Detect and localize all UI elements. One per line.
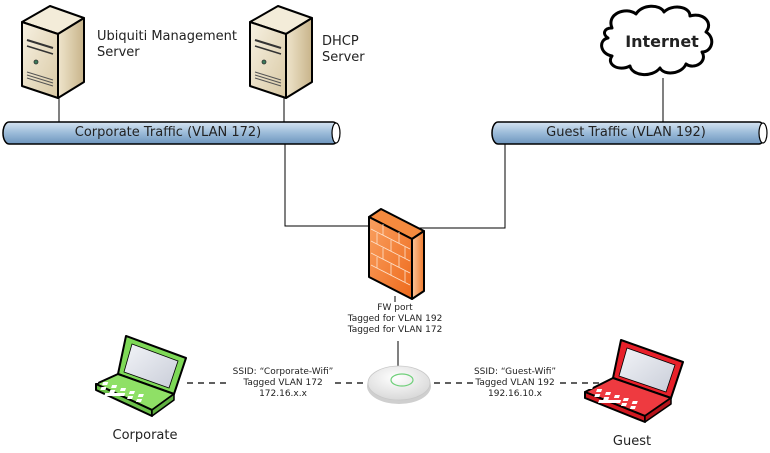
dhcp-server-label-line1: DHCP (322, 34, 359, 49)
firewall-label-line3: Tagged for VLAN 172 (347, 325, 443, 335)
corporate-wifi-subnet: 172.16.x.x (259, 389, 307, 399)
corporate-bus-label: Corporate Traffic (VLAN 172) (74, 125, 262, 140)
firewall-label-line2: Tagged for VLAN 192 (347, 314, 443, 324)
server-icon-dhcp[interactable] (249, 5, 313, 99)
laptop-icon-guest[interactable] (584, 339, 684, 423)
internet-label: Internet (625, 32, 699, 51)
corporate-wifi-label: SSID: “Corporate-Wifi” Tagged VLAN 172 1… (218, 367, 348, 400)
mgmt-server-label-line1: Ubiquiti Management (97, 29, 237, 44)
link-corp-bus-to-firewall (284, 144, 370, 227)
firewall-label-line1: FW port (377, 303, 413, 313)
link-guest-bus-to-firewall (418, 144, 506, 229)
corporate-wifi-vlan: Tagged VLAN 172 (243, 378, 323, 388)
mgmt-server-label-line2: Server (97, 45, 140, 60)
laptop-icon-corporate[interactable] (92, 335, 187, 417)
dhcp-server-label: DHCP Server (322, 34, 365, 66)
server-icon-mgmt[interactable] (21, 5, 85, 99)
corporate-wifi-ssid: SSID: “Corporate-Wifi” (232, 367, 334, 377)
corporate-traffic-bus[interactable] (2, 121, 341, 145)
guest-laptop-label: Guest (612, 434, 652, 449)
guest-bus-label: Guest Traffic (VLAN 192) (546, 125, 706, 140)
corporate-laptop-label: Corporate (112, 428, 178, 443)
access-point-icon[interactable] (367, 365, 431, 404)
connector-lines (58, 78, 664, 366)
guest-traffic-bus[interactable] (491, 121, 768, 145)
guest-wifi-label: SSID: “Guest-Wifi” Tagged VLAN 192 192.1… (450, 367, 580, 400)
cloud-icon-internet[interactable] (600, 4, 714, 76)
firewall-icon[interactable] (368, 208, 425, 300)
guest-wifi-subnet: 192.16.10.x (488, 389, 542, 399)
mgmt-server-label: Ubiquiti Management Server (97, 29, 237, 61)
guest-wifi-vlan: Tagged VLAN 192 (475, 378, 555, 388)
guest-wifi-ssid: SSID: “Guest-Wifi” (473, 367, 557, 377)
firewall-label: FW port Tagged for VLAN 192 Tagged for V… (330, 303, 460, 336)
dhcp-server-label-line2: Server (322, 50, 365, 65)
